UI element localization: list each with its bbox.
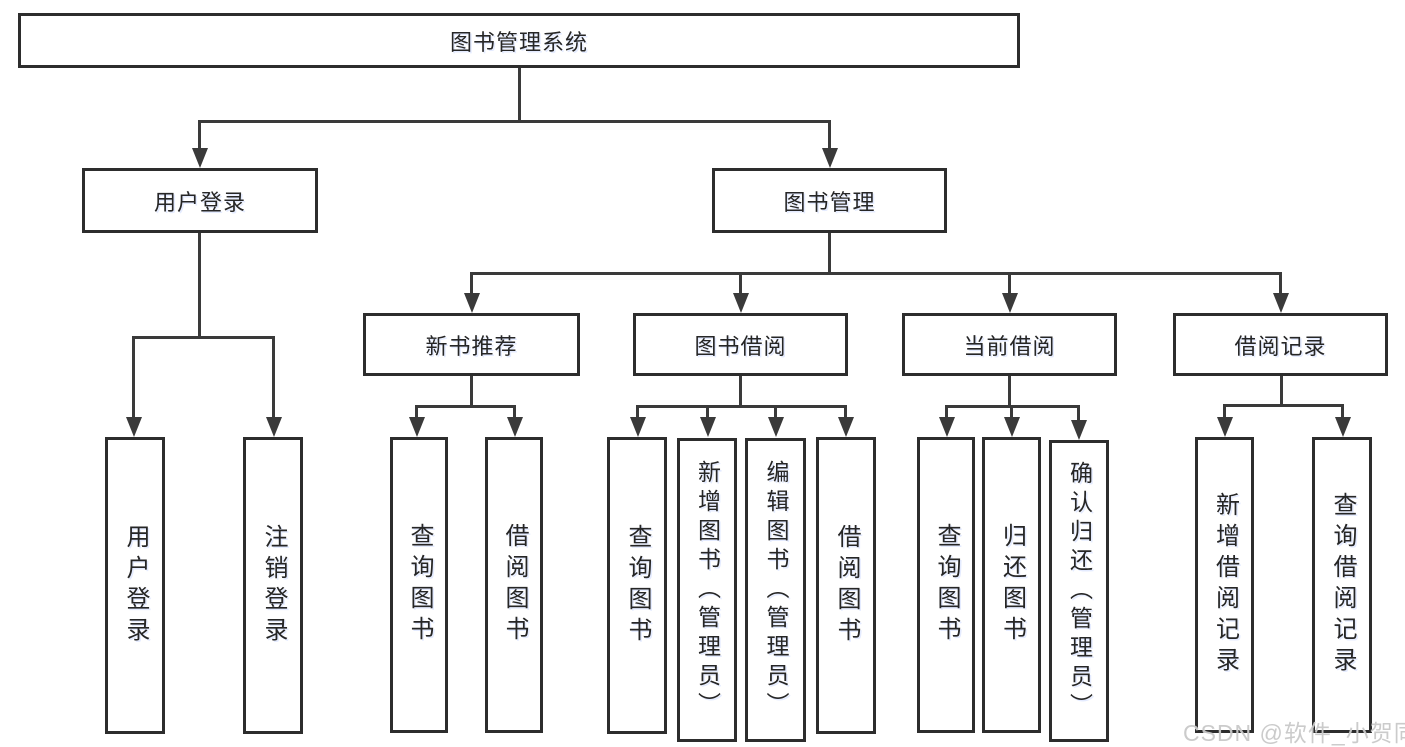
connector-line [1279,272,1282,294]
arrow-down-icon [733,293,749,313]
leaf-borrow-books-recommend: 借阅图书 [485,437,543,733]
connector-line [470,272,473,294]
arrow-down-icon [1002,293,1018,313]
csdn-watermark: CSDN @软件_小贺同学 [1183,720,1405,746]
arrow-down-icon [192,148,208,168]
arrow-down-icon [939,417,955,437]
node-borrow-records: 借阅记录 [1173,313,1388,376]
connector-line [198,233,201,339]
arrow-down-icon [266,417,282,437]
leaf-query-books-current: 查询图书 [917,437,975,733]
leaf-confirm-return-admin: 确认归还（管理员） [1049,440,1109,742]
connector-line [945,405,948,418]
connector-line [132,336,275,339]
node-library-system: 图书管理系统 [18,13,1020,68]
node-user-login: 用户登录 [82,168,318,233]
connector-line [739,272,742,294]
connector-line [1280,376,1283,407]
arrow-down-icon [1004,417,1020,437]
leaf-query-books-borrow: 查询图书 [607,437,667,734]
connector-line [774,405,777,418]
connector-line [828,233,831,275]
arrow-down-icon [1071,420,1087,440]
connector-line [1077,405,1080,420]
connector-line [1008,376,1011,408]
leaf-edit-book-admin: 编辑图书（管理员） [745,438,806,742]
arrow-down-icon [1335,417,1351,437]
leaf-logout: 注销登录 [243,437,303,734]
leaf-add-borrow-record: 新增借阅记录 [1195,437,1254,733]
arrow-down-icon [768,417,784,437]
node-current-borrow: 当前借阅 [902,313,1117,376]
connector-line [470,272,1282,275]
arrow-down-icon [630,417,646,437]
leaf-query-borrow-record: 查询借阅记录 [1312,437,1372,733]
arrow-down-icon [464,293,480,313]
leaf-borrow-books-borrow: 借阅图书 [816,437,876,734]
connector-line [739,376,742,408]
leaf-return-book: 归还图书 [982,437,1041,733]
connector-line [470,376,473,408]
connector-line [1010,405,1013,418]
connector-line [636,405,846,408]
arrow-down-icon [1273,293,1289,313]
arrow-down-icon [507,417,523,437]
arrow-down-icon [700,417,716,437]
connector-line [828,120,831,152]
leaf-query-books-recommend: 查询图书 [390,437,448,733]
connector-line [636,405,639,418]
connector-line [132,336,135,418]
connector-line [513,405,516,418]
node-book-management: 图书管理 [712,168,947,233]
leaf-user-login: 用户登录 [105,437,165,734]
connector-line [198,120,831,123]
connector-line [844,405,847,418]
connector-line [1341,404,1344,418]
node-new-book-recommend: 新书推荐 [363,313,580,376]
connector-line [272,336,275,418]
leaf-add-book-admin: 新增图书（管理员） [677,438,737,742]
connector-line [415,405,516,408]
arrow-down-icon [838,417,854,437]
connector-line [1223,404,1226,418]
connector-line [706,405,709,418]
connector-line [1223,404,1343,407]
arrow-down-icon [409,417,425,437]
connector-line [415,405,418,418]
arrow-down-icon [1217,417,1233,437]
connector-line [518,68,521,121]
arrow-down-icon [822,148,838,168]
arrow-down-icon [126,417,142,437]
connector-line [198,120,201,152]
node-book-borrow: 图书借阅 [633,313,848,376]
connector-line [1008,272,1011,294]
